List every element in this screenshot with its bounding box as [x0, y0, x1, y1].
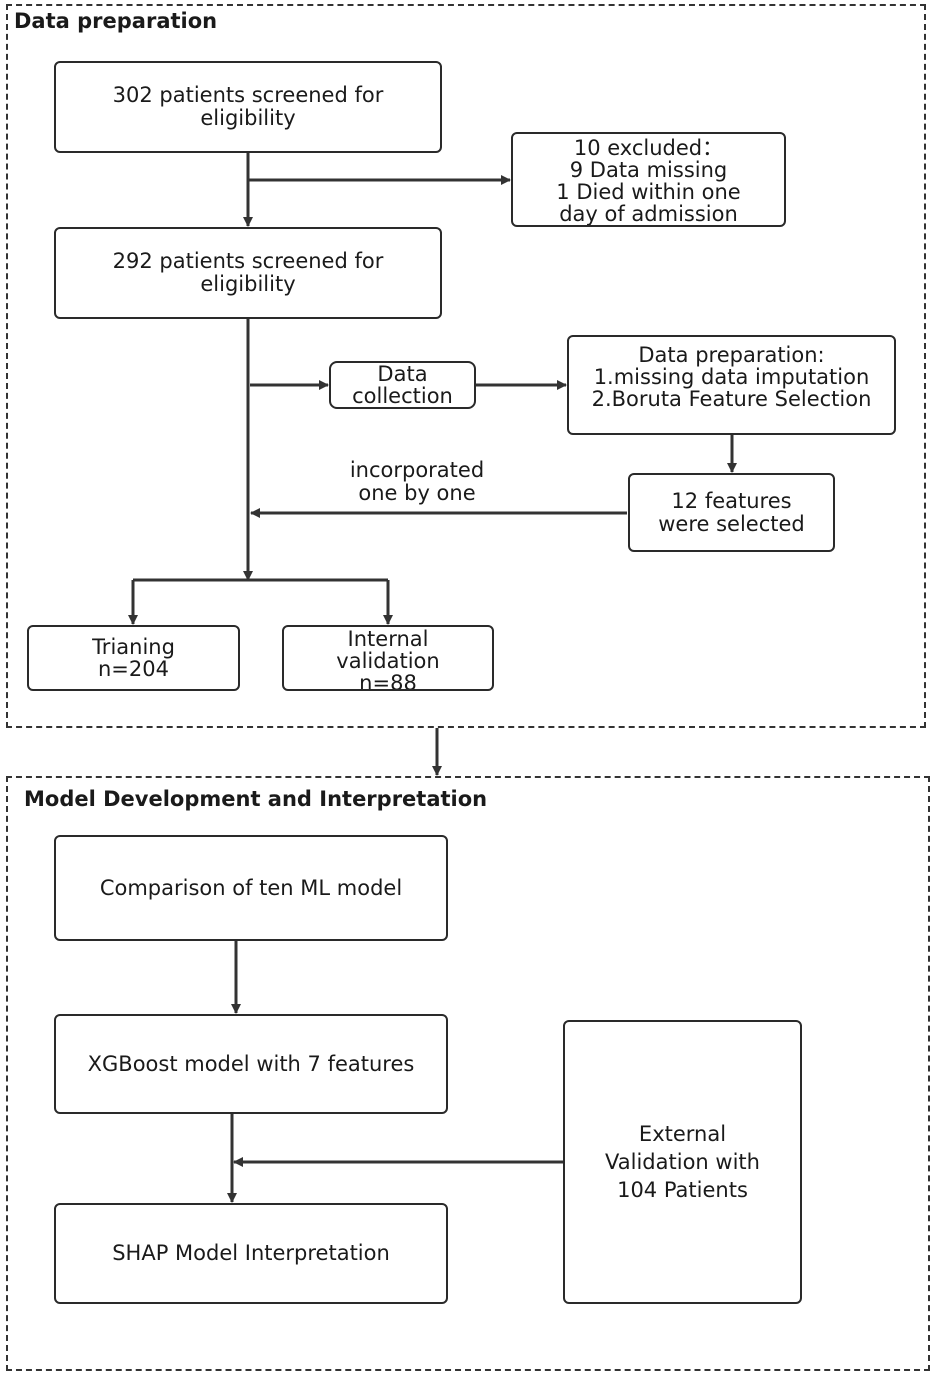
data-preparation-line3: 2.Boruta Feature Selection — [591, 387, 872, 411]
features-selected-box: 12 features were selected — [628, 473, 835, 552]
data-preparation-box: Data preparation: 1.missing data imputat… — [567, 335, 896, 435]
model-development-title: Model Development and Interpretation — [24, 787, 488, 811]
external-validation-line2: Validation with — [605, 1150, 760, 1174]
screened-302-line1: 302 patients screened for — [112, 83, 384, 107]
screened-292-line2: eligibility — [200, 272, 296, 296]
comparison-text: Comparison of ten ML model — [99, 875, 403, 900]
features-selected-line1: 12 features — [671, 488, 792, 513]
xgboost-text: XGBoost model with 7 features — [87, 1051, 415, 1076]
internal-validation-line2: validation — [336, 649, 440, 673]
features-selected-line2: were selected — [658, 511, 805, 536]
incorporated-label: incorporated one by one — [317, 459, 517, 505]
incorporated-line2: one by one — [358, 481, 476, 505]
excluded-line2: 9 Data missing — [569, 157, 728, 182]
data-collection-line2: collection — [352, 384, 453, 408]
excluded-line1: 10 excluded： — [573, 135, 724, 160]
xgboost-box: XGBoost model with 7 features — [54, 1014, 448, 1114]
data-collection-line1: Data — [377, 362, 428, 386]
data-preparation-title: Data preparation — [14, 9, 218, 33]
internal-validation-line3: n=88 — [359, 671, 417, 691]
screened-302-line2: eligibility — [200, 106, 296, 130]
external-validation-line1: External — [638, 1122, 727, 1146]
shap-box: SHAP Model Interpretation — [54, 1203, 448, 1304]
data-preparation-line1: Data preparation: — [638, 343, 825, 367]
training-box: Trianing n=204 — [27, 625, 240, 691]
screened-302-box: 302 patients screened for eligibility — [54, 61, 442, 153]
model-development-panel — [6, 776, 930, 1371]
data-preparation-line2: 1.missing data imputation — [593, 365, 870, 389]
data-collection-box: Data collection — [329, 361, 476, 409]
incorporated-line1: incorporated — [349, 458, 485, 482]
external-validation-line3: 104 Patients — [617, 1178, 748, 1202]
shap-text: SHAP Model Interpretation — [112, 1241, 390, 1265]
excluded-line3: 1 Died within one — [556, 179, 741, 204]
internal-validation-line1: Internal — [347, 627, 429, 651]
training-line1: Trianing — [92, 635, 175, 659]
training-line2: n=204 — [98, 657, 169, 681]
external-validation-box: External Validation with 104 Patients — [563, 1020, 802, 1304]
screened-292-box: 292 patients screened for eligibility — [54, 227, 442, 319]
internal-validation-box: Internal validation n=88 — [282, 625, 494, 691]
excluded-line4: day of admission — [559, 201, 738, 226]
screened-292-line1: 292 patients screened for — [112, 249, 384, 273]
excluded-box: 10 excluded： 9 Data missing 1 Died withi… — [511, 132, 786, 227]
data-preparation-panel — [6, 4, 926, 728]
comparison-box: Comparison of ten ML model — [54, 835, 448, 941]
